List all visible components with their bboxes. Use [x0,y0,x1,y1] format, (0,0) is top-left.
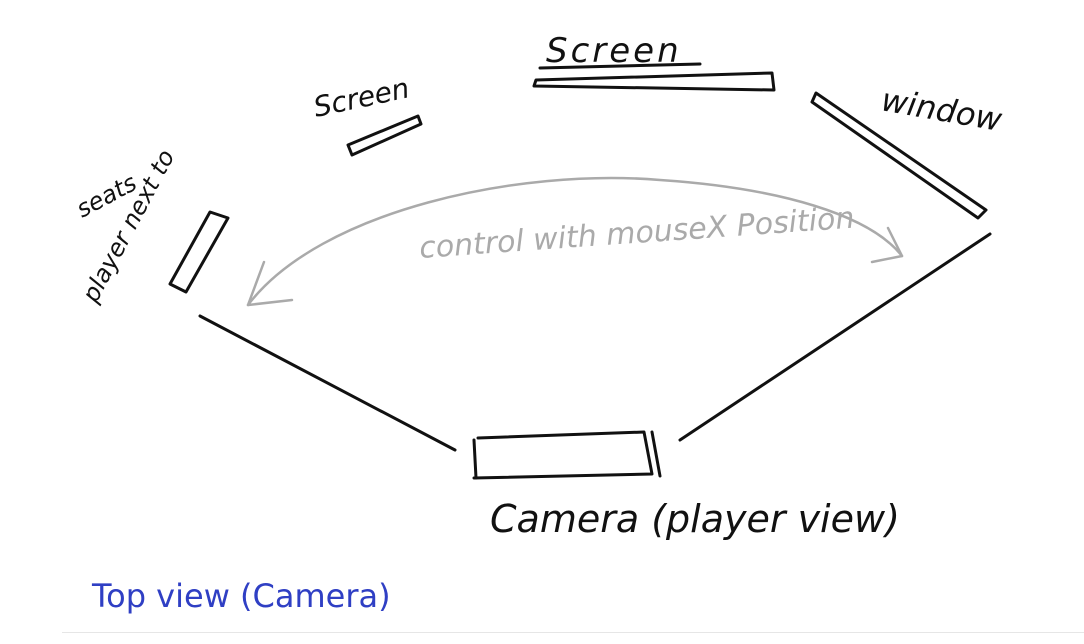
screen-center-object [532,71,776,92]
view-line-left [198,314,457,452]
screen-left-label: Screen [311,71,413,123]
screen-left-object [346,114,423,157]
view-line-right [678,232,992,442]
screen-center-underline [538,62,702,70]
control-arc [246,176,904,307]
arrowhead-left [246,260,294,307]
camera-label: Camera (player view) [490,497,900,541]
window-object [810,91,988,220]
page-divider [62,632,1084,633]
arrowhead-right [870,226,904,264]
seats-object [168,210,230,294]
camera-object [472,430,662,480]
control-label: control with mouseX Position [418,201,855,266]
window-label: window [879,80,1006,139]
caption: Top view (Camera) [91,577,391,615]
